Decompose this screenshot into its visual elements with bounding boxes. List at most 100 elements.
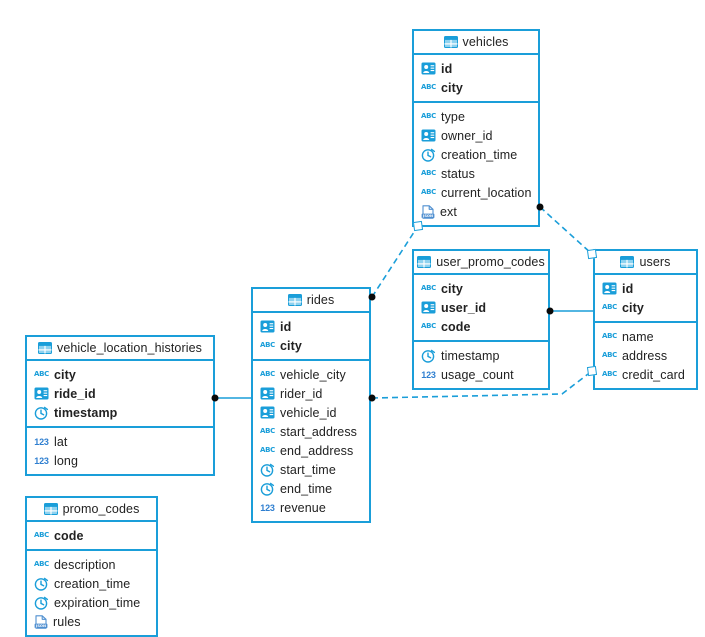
- primary-key-row[interactable]: id: [414, 59, 538, 78]
- field-row[interactable]: end_time: [253, 479, 369, 498]
- field-label: timestamp: [54, 405, 118, 420]
- field-row[interactable]: ABC end_address: [253, 441, 369, 460]
- relationship-line: [539, 206, 593, 255]
- field-row[interactable]: owner_id: [414, 126, 538, 145]
- field-label: address: [622, 348, 668, 363]
- table-icon: [443, 36, 458, 48]
- table-icon: [37, 342, 52, 354]
- field-row[interactable]: creation_time: [414, 145, 538, 164]
- field-row[interactable]: timestamp: [414, 346, 548, 365]
- field-row[interactable]: expiration_time: [27, 593, 156, 612]
- field-label: timestamp: [441, 348, 500, 363]
- abc-icon: ABC: [260, 427, 275, 435]
- table-title: users: [639, 255, 671, 269]
- field-label: rider_id: [280, 386, 323, 401]
- primary-key-row[interactable]: timestamp: [27, 403, 213, 422]
- id-card-icon: [421, 62, 436, 75]
- field-label: start_time: [280, 462, 336, 477]
- field-label: revenue: [280, 500, 326, 515]
- field-label: end_address: [280, 443, 354, 458]
- clock-icon: [421, 148, 436, 162]
- field-label: start_address: [280, 424, 358, 439]
- 123-icon: 123: [34, 437, 49, 447]
- id-card-icon: [260, 387, 275, 400]
- field-label: type: [441, 109, 466, 124]
- relationship-source-dot: [536, 203, 544, 211]
- id-card-icon: [260, 406, 275, 419]
- field-row[interactable]: rider_id: [253, 384, 369, 403]
- 123-icon: 123: [260, 503, 275, 513]
- id-card-icon: [602, 282, 617, 295]
- relationship-target-diamond: [586, 365, 598, 377]
- table-header-vehicles[interactable]: vehicles: [414, 31, 538, 55]
- field-label: name: [622, 329, 654, 344]
- table-header-promo_codes[interactable]: promo_codes: [27, 498, 156, 522]
- field-row[interactable]: start_time: [253, 460, 369, 479]
- field-label: city: [280, 338, 302, 353]
- table-header-user_promo_codes[interactable]: user_promo_codes: [414, 251, 548, 275]
- clock-icon: [260, 482, 275, 496]
- table-header-vehicle_location_histories[interactable]: vehicle_location_histories: [27, 337, 213, 361]
- field-row[interactable]: ABC address: [595, 346, 696, 365]
- clock-icon: [34, 596, 49, 610]
- id-card-icon: [421, 301, 436, 314]
- table-header-rides[interactable]: rides: [253, 289, 369, 313]
- primary-key-row[interactable]: id: [595, 279, 696, 298]
- primary-key-row[interactable]: ride_id: [27, 384, 213, 403]
- field-label: usage_count: [441, 367, 514, 382]
- abc-icon: ABC: [602, 351, 617, 359]
- field-row[interactable]: 123 revenue: [253, 498, 369, 517]
- id-card-icon: [260, 320, 275, 333]
- svg-text:JSON: JSON: [35, 624, 46, 628]
- field-label: id: [280, 319, 292, 334]
- relationship-vehicles-to-users[interactable]: [539, 206, 593, 255]
- table-header-users[interactable]: users: [595, 251, 696, 275]
- relationship-source-dot: [368, 293, 376, 301]
- field-label: city: [441, 281, 463, 296]
- field-label: creation_time: [54, 576, 131, 591]
- field-label: id: [441, 61, 453, 76]
- primary-key-row[interactable]: id: [253, 317, 369, 336]
- primary-key-row[interactable]: ABC city: [414, 78, 538, 97]
- primary-key-row[interactable]: user_id: [414, 298, 548, 317]
- field-label: code: [441, 319, 471, 334]
- abc-icon: ABC: [34, 560, 49, 568]
- field-row[interactable]: creation_time: [27, 574, 156, 593]
- field-row[interactable]: vehicle_id: [253, 403, 369, 422]
- field-label: city: [441, 80, 463, 95]
- abc-icon: ABC: [421, 83, 436, 91]
- field-row[interactable]: ABC start_address: [253, 422, 369, 441]
- abc-icon: ABC: [260, 446, 275, 454]
